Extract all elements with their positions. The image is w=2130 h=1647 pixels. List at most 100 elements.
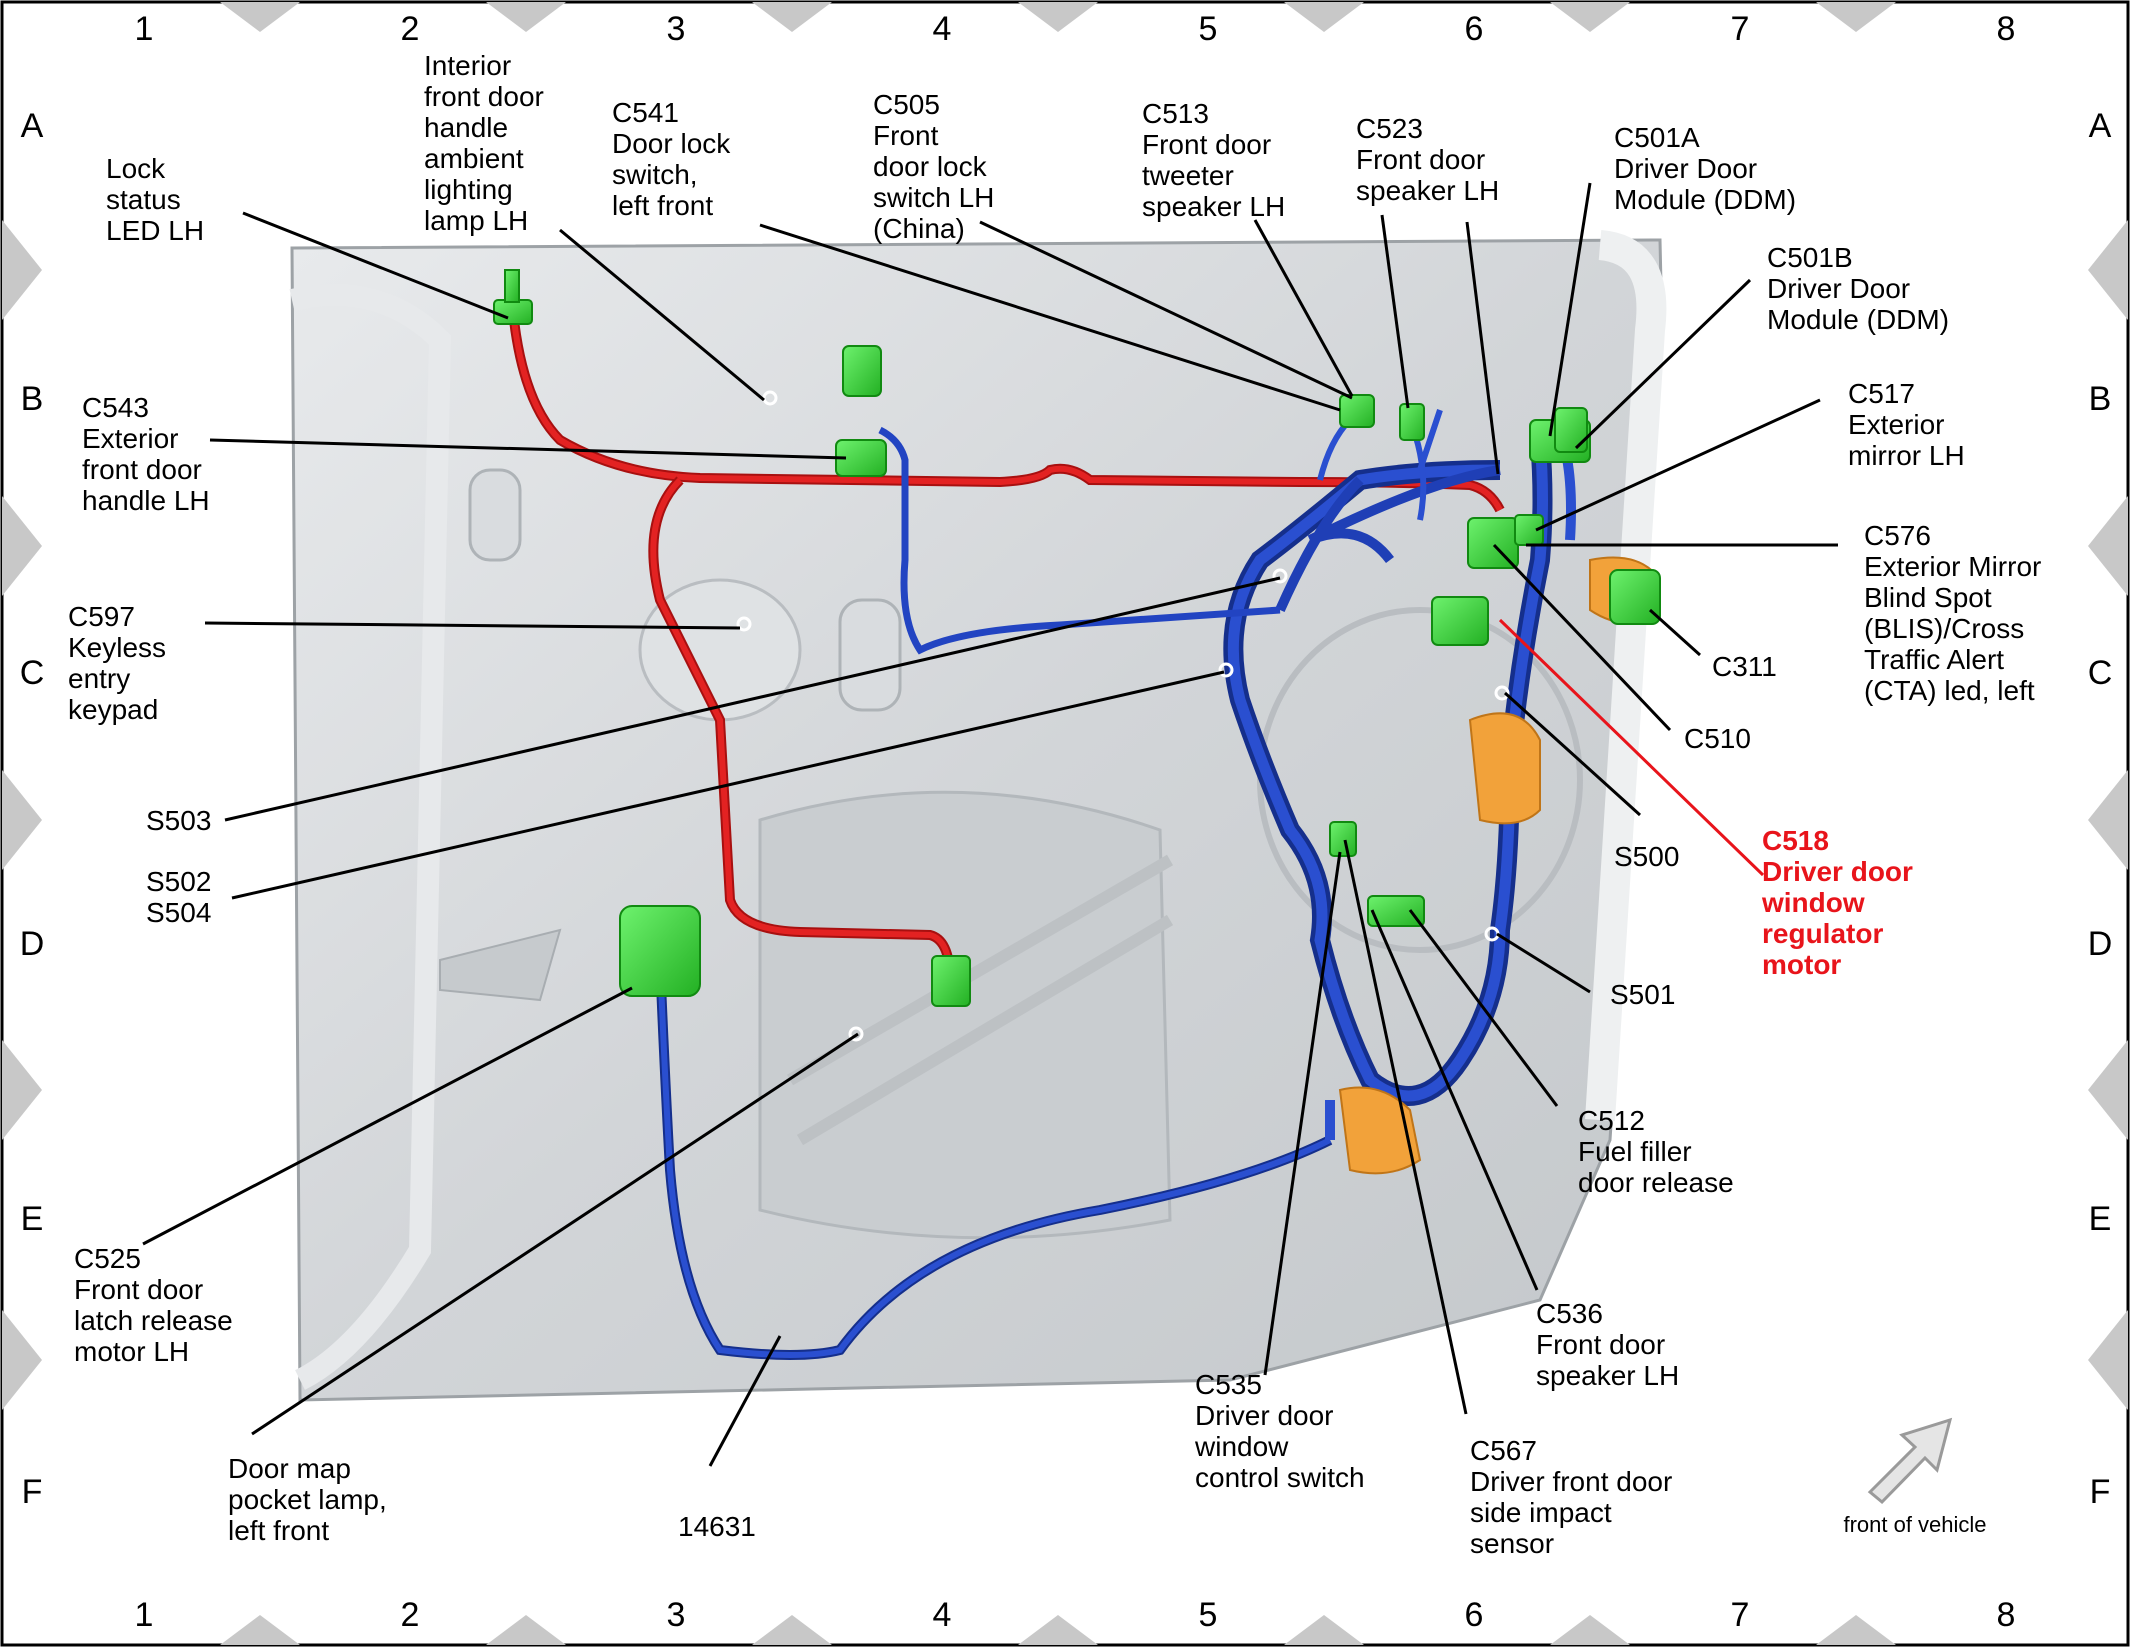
grid-column-label: 7 xyxy=(1731,10,1750,48)
grid-row-label: D xyxy=(20,925,45,963)
callout-line: window xyxy=(1761,887,1865,918)
callout-line: Keyless xyxy=(68,632,166,663)
callout-line: C543 xyxy=(82,392,149,423)
callout-line: Driver Door xyxy=(1614,153,1757,184)
callout-line: Module (DDM) xyxy=(1767,304,1949,335)
connector-c501b xyxy=(1554,407,1588,453)
callout-line: latch release xyxy=(74,1305,233,1336)
grid-column-label: 1 xyxy=(135,1596,154,1634)
callout-line: Lock xyxy=(106,153,166,184)
callout-line: speaker LH xyxy=(1142,191,1285,222)
callout-line: Driver door xyxy=(1195,1400,1333,1431)
connector-c513 xyxy=(1339,394,1375,428)
callout-line: speaker LH xyxy=(1356,175,1499,206)
callout-line: C567 xyxy=(1470,1435,1537,1466)
grid-column-label: 3 xyxy=(667,1596,686,1634)
callout-line: C501A xyxy=(1614,122,1700,153)
front-of-vehicle-arrow-icon xyxy=(1867,1417,1953,1505)
grid-column-label: 2 xyxy=(401,1596,420,1634)
grid-row-label: C xyxy=(2088,654,2113,692)
callout-line: motor xyxy=(1762,949,1841,980)
callout-line: Fuel filler xyxy=(1578,1136,1692,1167)
callout-line: motor LH xyxy=(74,1336,189,1367)
grid-column-label: 7 xyxy=(1731,1596,1750,1634)
callout-line: C513 xyxy=(1142,98,1209,129)
grid-row-label: F xyxy=(22,1473,43,1511)
callout-line: left front xyxy=(228,1515,329,1546)
grid-column-label: 4 xyxy=(933,10,952,48)
callout-line: status xyxy=(106,184,181,215)
callout-line: ambient xyxy=(424,143,524,174)
callout-line: Front door xyxy=(1142,129,1271,160)
connector-c505 xyxy=(842,345,882,397)
grid-row-label: E xyxy=(2089,1200,2112,1238)
connector-c311 xyxy=(1609,569,1661,625)
grid-column-label: 5 xyxy=(1199,1596,1218,1634)
callout-line: C505 xyxy=(873,89,940,120)
grid-row-label: C xyxy=(20,654,45,692)
callout-line: switch, xyxy=(612,159,698,190)
callout-line: handle xyxy=(424,112,508,143)
grid-row-label: B xyxy=(21,380,44,418)
callout-line: S504 xyxy=(146,897,211,928)
door-panel xyxy=(289,230,1667,1402)
callout-line: control switch xyxy=(1195,1462,1365,1493)
callout-h14631: 14631 xyxy=(678,1511,756,1542)
connector-c535 xyxy=(1329,821,1357,857)
callout-c510: C510 xyxy=(1684,723,1751,754)
callout-line: C576 xyxy=(1864,520,1931,551)
front-of-vehicle-label: front of vehicle xyxy=(1843,1512,1986,1537)
leader-lines xyxy=(142,182,1838,1467)
grid-row-label: F xyxy=(2090,1473,2111,1511)
callout-line: lamp LH xyxy=(424,205,528,236)
connector-c525 xyxy=(619,905,701,997)
callout-line: C536 xyxy=(1536,1298,1603,1329)
callout-line: side impact xyxy=(1470,1497,1612,1528)
grid-row-label: B xyxy=(2089,380,2112,418)
callout-line: C501B xyxy=(1767,242,1853,273)
callout-s501: S501 xyxy=(1610,979,1675,1010)
callout-line: Front door xyxy=(74,1274,203,1305)
callout-line: Interior xyxy=(424,50,511,81)
grid-column-label: 6 xyxy=(1465,10,1484,48)
callout-line: Blind Spot xyxy=(1864,582,1992,613)
callout-line: LED LH xyxy=(106,215,204,246)
grid-row-label: D xyxy=(2088,925,2113,963)
connector-c523 xyxy=(1399,403,1425,441)
callout-line: switch LH xyxy=(873,182,994,213)
callout-line: Module (DDM) xyxy=(1614,184,1796,215)
callout-line: Exterior xyxy=(1848,409,1944,440)
connector-c536 xyxy=(1367,895,1425,927)
callout-line: handle LH xyxy=(82,485,210,516)
connector-lock-status-led-stem xyxy=(504,269,520,303)
callout-line: C518 xyxy=(1762,825,1829,856)
callout-line: S502 xyxy=(146,866,211,897)
callout-line: tweeter xyxy=(1142,160,1234,191)
callout-c311: C311 xyxy=(1712,651,1777,682)
callout-line: front door xyxy=(424,81,544,112)
callout-line: Traffic Alert xyxy=(1864,644,2004,675)
callout-line: C517 xyxy=(1848,378,1915,409)
splice-markers xyxy=(736,390,1510,1042)
grid-column-label: 8 xyxy=(1997,10,2016,48)
grid-column-label: 1 xyxy=(135,10,154,48)
callout-line: C535 xyxy=(1195,1369,1262,1400)
callout-line: lighting xyxy=(424,174,513,205)
callout-line: Exterior xyxy=(82,423,178,454)
callout-line: (CTA) led, left xyxy=(1864,675,2035,706)
callout-line: C523 xyxy=(1356,113,1423,144)
callout-line: entry xyxy=(68,663,130,694)
callout-line: (BLIS)/Cross xyxy=(1864,613,2024,644)
callout-line: Front door xyxy=(1536,1329,1665,1360)
